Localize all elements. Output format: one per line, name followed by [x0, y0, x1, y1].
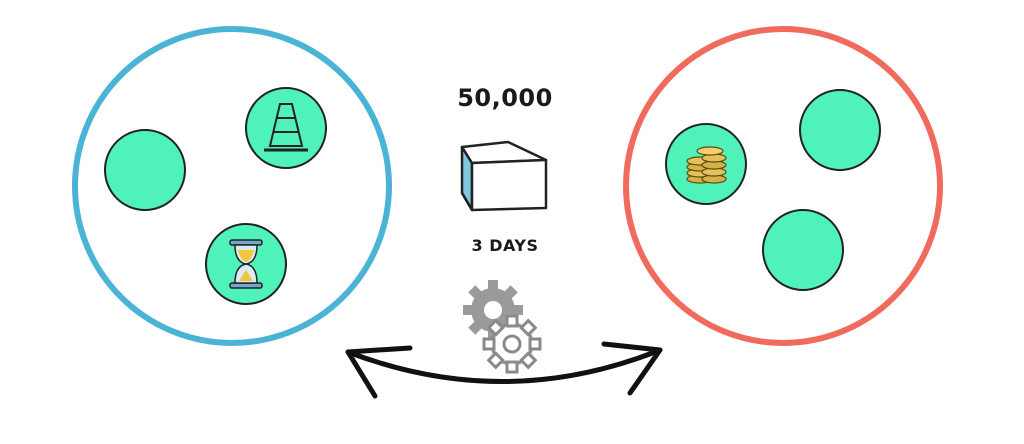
gears-icon [463, 280, 542, 374]
right-node-plain-top [799, 89, 881, 171]
left-node-plain [104, 129, 186, 211]
double-arrow-icon [345, 341, 663, 399]
left-node-traffic-cone [245, 87, 327, 169]
coin-stack-icon [686, 146, 727, 184]
count-label: 50,000 [457, 84, 553, 112]
duration-label: 3 DAYS [471, 236, 539, 255]
right-group-circle [623, 26, 943, 346]
left-group-circle [72, 26, 392, 346]
gear-small-icon [482, 314, 542, 374]
hourglass-icon [229, 239, 263, 289]
traffic-cone-icon [264, 103, 308, 152]
right-node-coins [665, 123, 747, 205]
right-node-plain-bottom [762, 209, 844, 291]
left-node-hourglass [205, 223, 287, 305]
cube-icon [460, 140, 548, 212]
